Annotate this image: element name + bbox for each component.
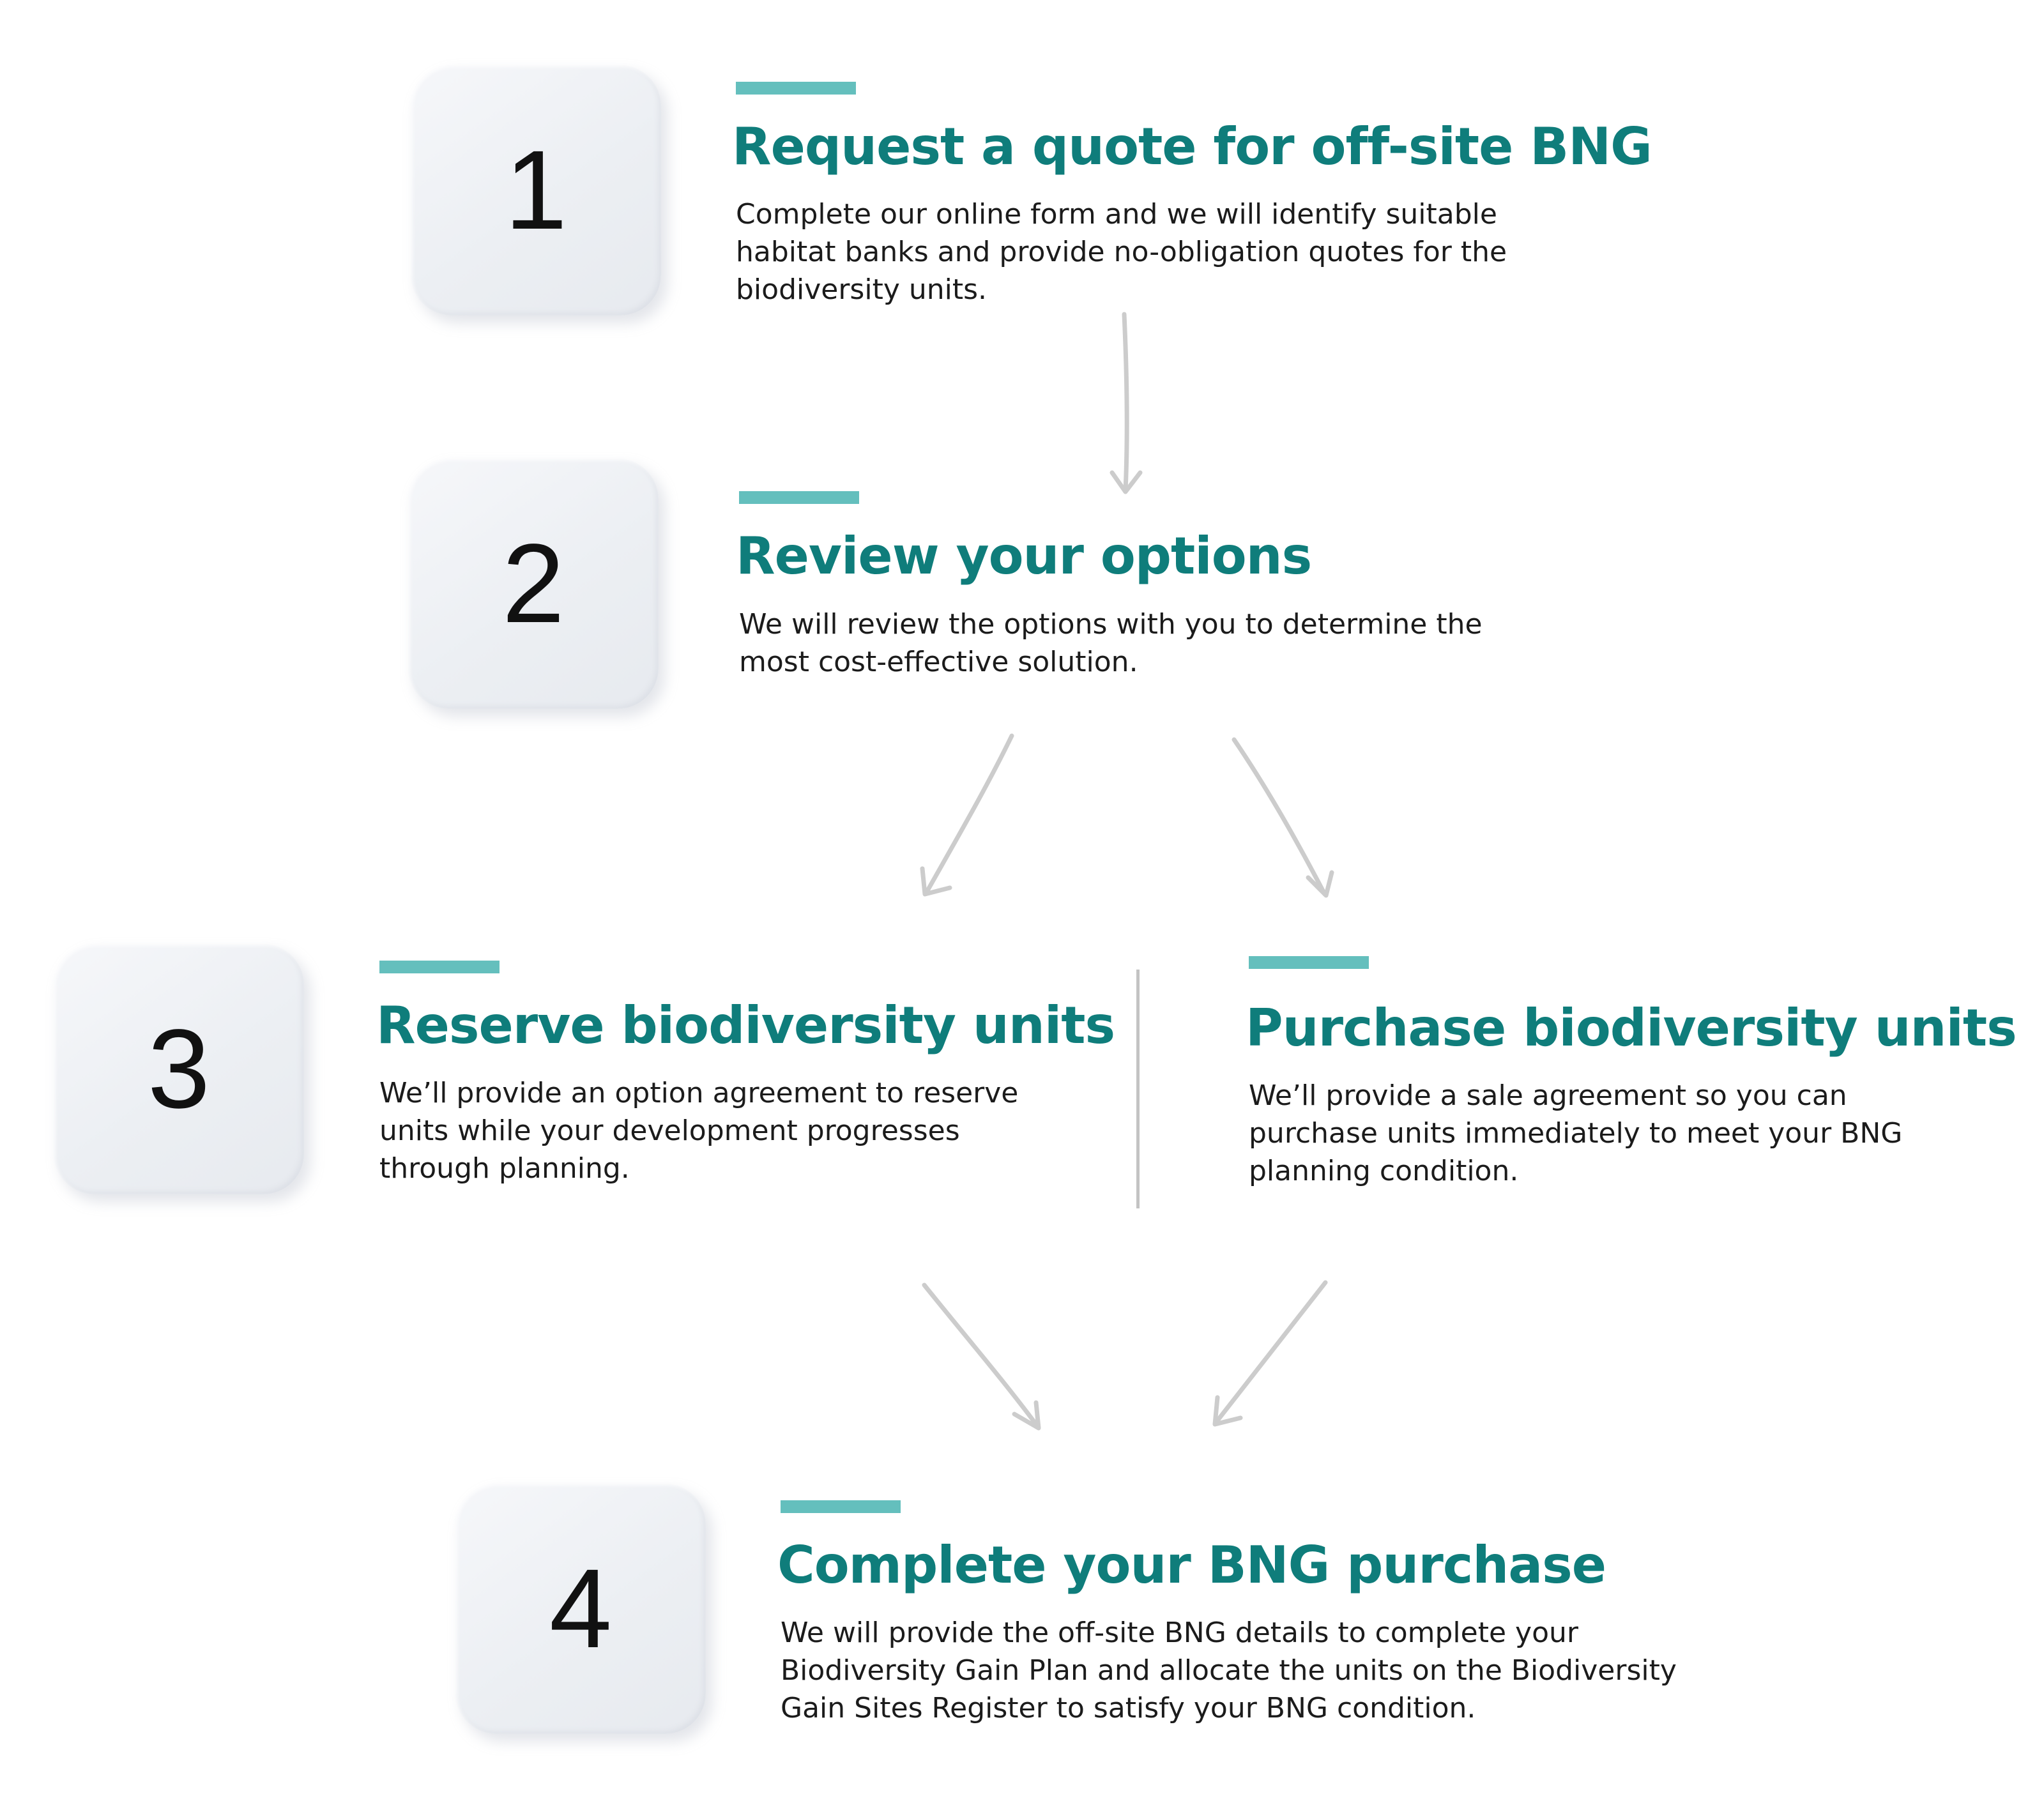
- step-1-description: Complete our online form and we will ide…: [736, 198, 1507, 306]
- step-4-title: Complete your BNG purchase: [777, 1535, 1606, 1595]
- step-2-accent-bar: [739, 491, 859, 504]
- step-4-description: We will provide the off-site BNG details…: [781, 1617, 1677, 1724]
- step-2-number: 2: [502, 521, 565, 646]
- step-3-purchase-title: Purchase biodiversity units: [1246, 998, 2017, 1058]
- step-2-title: Review your options: [736, 526, 1312, 586]
- arrow-step2-to-reserve: [920, 733, 1014, 897]
- step-4-number: 4: [549, 1546, 612, 1671]
- arrow-step2-to-purchase: [1232, 737, 1334, 898]
- step-1-title: Request a quote for off-site BNG: [732, 117, 1652, 176]
- step-4-number-box: 4: [455, 1484, 706, 1734]
- step-3-purchase-accent-bar: [1249, 956, 1369, 969]
- step-2-description: We will review the options with you to d…: [739, 608, 1483, 678]
- step-3-number-box: 3: [54, 944, 304, 1194]
- step-4-accent-bar: [781, 1500, 901, 1513]
- option-divider: [1136, 970, 1140, 1208]
- arrow-reserve-to-step4: [922, 1282, 1041, 1431]
- step-3-reserve-description: We’ll provide an option agreement to res…: [379, 1077, 1019, 1185]
- step-3-reserve-title: Reserve biodiversity units: [376, 996, 1115, 1055]
- arrow-purchase-to-step4: [1212, 1280, 1328, 1427]
- step-3-number: 3: [148, 1007, 210, 1132]
- step-1-accent-bar: [736, 82, 856, 95]
- step-3-reserve-accent-bar: [379, 961, 500, 973]
- step-1-number: 1: [505, 128, 567, 253]
- step-1-number-box: 1: [411, 65, 661, 316]
- step-3-purchase-description: We’ll provide a sale agreement so you ca…: [1249, 1079, 1903, 1187]
- step-2-number-box: 2: [408, 459, 659, 709]
- arrow-step1-to-step2: [1110, 312, 1143, 494]
